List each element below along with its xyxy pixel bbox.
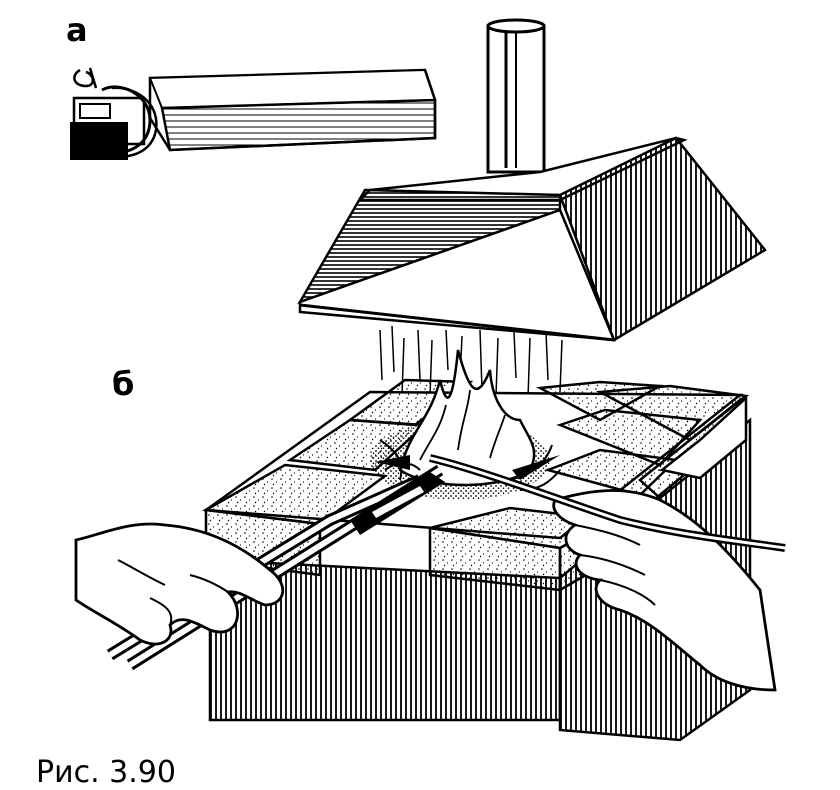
fire-brick-icon bbox=[202, 378, 750, 593]
gloved-hand-icon bbox=[74, 489, 777, 692]
figure-caption: Рис. 3.90 bbox=[36, 755, 176, 790]
figure-label-a: а bbox=[66, 11, 88, 49]
brick-on-handle bbox=[70, 67, 437, 160]
figure-label-b: б bbox=[112, 365, 135, 403]
heating-rod bbox=[429, 454, 786, 552]
exhaust-hood-icon bbox=[297, 18, 767, 342]
